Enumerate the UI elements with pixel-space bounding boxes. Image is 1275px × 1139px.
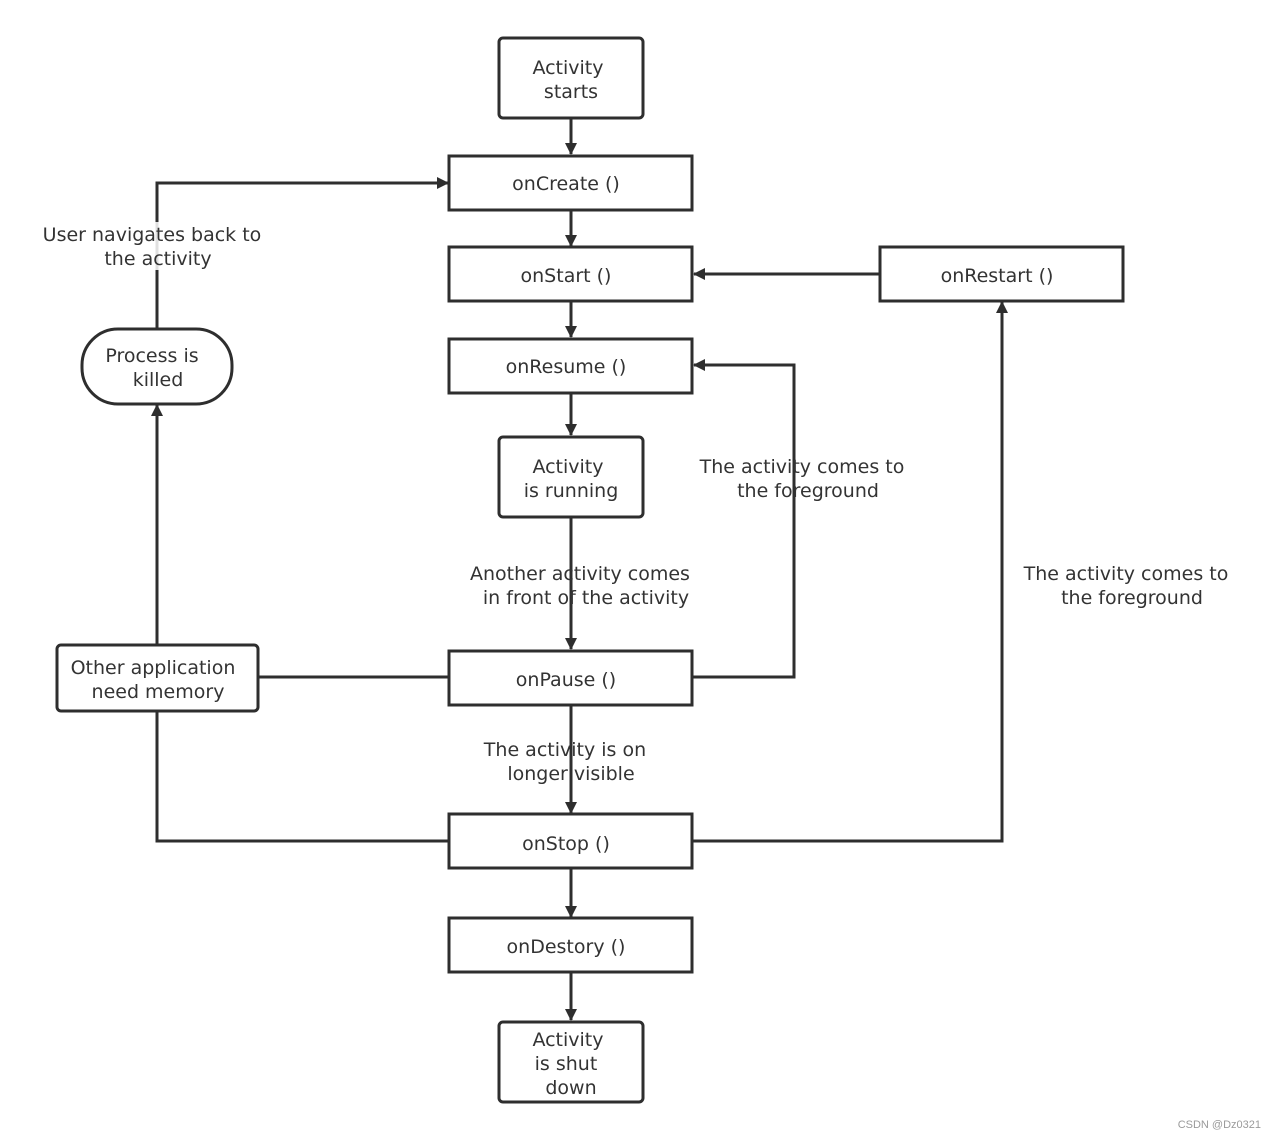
label-resume-foreground: The activity comes to the foreground [699,456,911,502]
node-process-killed: Process is killed [80,327,234,406]
svg-text:The activity comes to: The activity comes to the foreground [699,456,911,502]
edge-labels: User navigates back to the activity The … [43,222,1235,785]
node-activity-running-line1: Activity [532,456,603,478]
label-no-longer-visible-line1: The activity is on [483,739,646,761]
label-another-activity-line1: Another activity comes [470,563,690,585]
label-another-activity: Another activity comes in front of the a… [470,563,696,609]
node-activity-starts-line2: starts [544,81,598,103]
label-restart-foreground: The activity comes to the foreground [1023,563,1235,609]
svg-text:User navigates back to: User navigates back to the activity [43,224,268,270]
node-on-stop: onStop () [447,812,694,870]
node-activity-starts-line1: Activity [532,57,603,79]
edge-onstop-to-onrestart [693,301,1008,843]
label-user-navigates-back-line1: User navigates back to [43,224,262,246]
label-user-navigates-back: User navigates back to the activity [43,222,268,270]
node-on-stop-label: onStop () [522,833,610,855]
label-no-longer-visible: The activity is on longer visible [483,739,652,785]
node-on-pause: onPause () [447,649,694,707]
svg-text:The activity comes to: The activity comes to the foreground [1023,563,1235,609]
node-on-create-label: onCreate () [512,173,620,195]
node-on-create: onCreate () [447,154,694,212]
node-other-app-line2: need memory [92,681,225,703]
edge-onstop-to-otherapp [155,712,449,843]
label-no-longer-visible-line2: longer visible [507,763,634,785]
node-process-killed-line2: killed [133,369,184,391]
edge-onpause-to-onresume [693,359,796,679]
label-resume-foreground-line2: the foreground [737,480,879,502]
label-restart-foreground-line1: The activity comes to [1023,563,1229,585]
svg-text:Other application need: Other application need memory [71,657,242,703]
label-restart-foreground-line2: the foreground [1061,587,1203,609]
node-on-start-label: onStart () [521,265,612,287]
node-activity-running: Activity is running [497,435,645,519]
svg-text:Activity starts: Activity starts [532,57,609,103]
node-on-resume-label: onResume () [506,356,627,378]
node-on-pause-label: onPause () [516,669,616,691]
watermark: CSDN @Dz0321 [1177,1119,1261,1131]
node-on-restart: onRestart () [878,245,1125,303]
node-activity-running-line2: is running [524,480,619,502]
node-activity-shutdown-line2: is shut [535,1053,598,1075]
svg-text:Activity is running: Activity is running [524,456,619,502]
edge-killed-to-oncreate [155,177,449,328]
node-on-resume: onResume () [447,337,694,395]
node-activity-shutdown: Activity is shut down [497,1020,645,1104]
edges [151,119,1008,1021]
node-other-app: Other application need memory [55,643,260,713]
node-other-app-line1: Other application [71,657,236,679]
nodes: Activity starts onCreate () onStart () o… [55,36,1125,1104]
label-user-navigates-back-line2: the activity [104,248,211,270]
node-on-start: onStart () [447,245,694,303]
node-on-restart-label: onRestart () [941,265,1054,287]
node-activity-starts: Activity starts [497,36,645,120]
svg-text:Activity is shut: Activity is shut down [532,1029,609,1099]
label-resume-foreground-line1: The activity comes to [699,456,905,478]
svg-text:The activity is on lon: The activity is on longer visible [483,739,652,785]
label-another-activity-line2: in front of the activity [483,587,689,609]
node-on-destroy: onDestory () [447,916,694,974]
svg-text:Process is killed: Process is killed [105,345,204,391]
node-on-destroy-label: onDestory () [507,936,626,958]
svg-text:Another activity comes: Another activity comes in front of the a… [470,563,696,609]
node-activity-shutdown-line3: down [545,1077,596,1099]
node-activity-shutdown-line1: Activity [532,1029,603,1051]
node-process-killed-line1: Process is [105,345,198,367]
